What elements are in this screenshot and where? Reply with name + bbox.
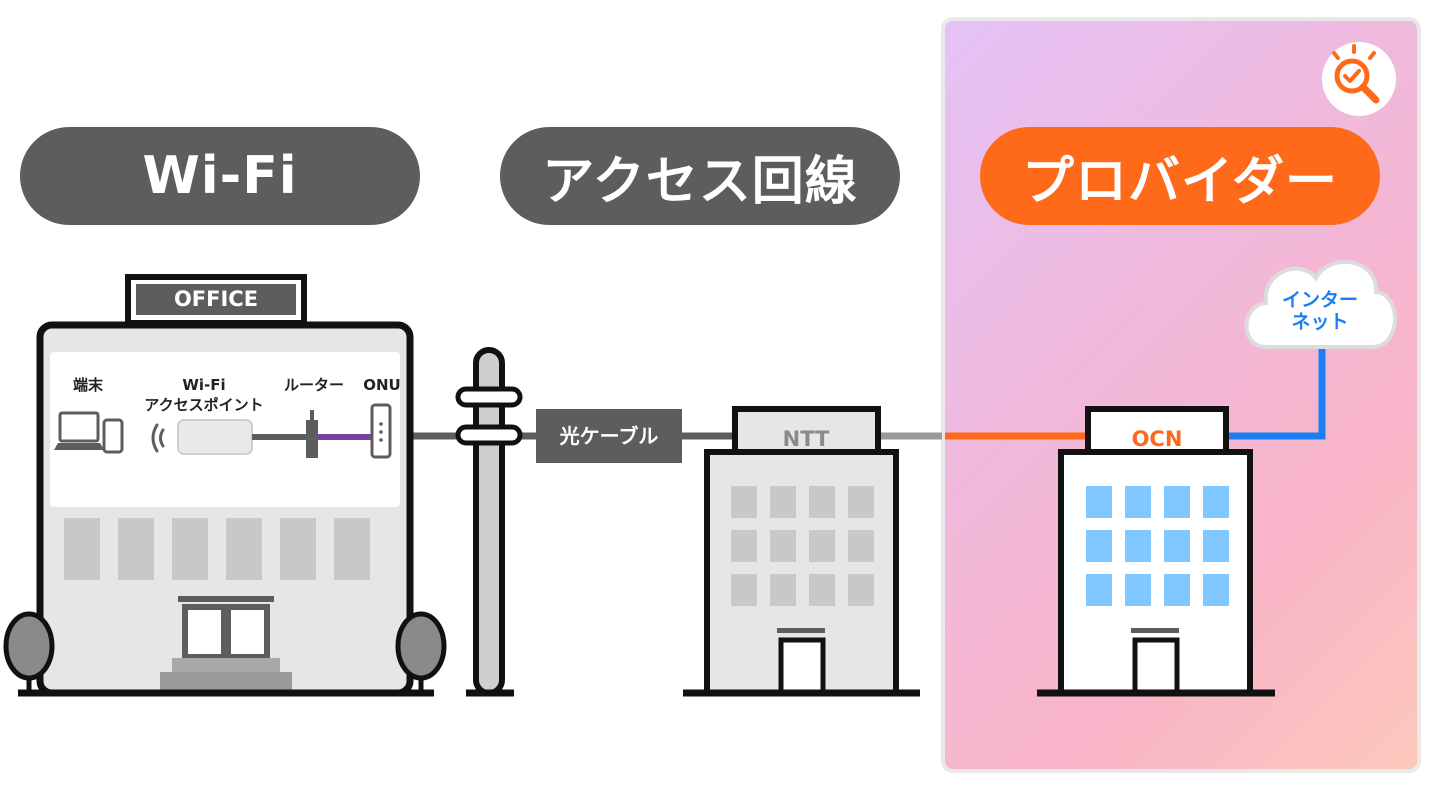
- router-device: [306, 410, 318, 458]
- wifi-signal-icon: [151, 423, 165, 453]
- label-access-point-line1: Wi-Fi: [182, 376, 225, 394]
- label-internet-line1: インター: [1282, 289, 1358, 311]
- building-icon: [683, 406, 920, 697]
- office-sign-text: OFFICE: [174, 287, 258, 311]
- label-ntt: NTT: [783, 427, 830, 451]
- tree-icon: [395, 611, 447, 693]
- category-access-line: アクセス回線: [500, 127, 900, 225]
- label-fiber-cable: 光ケーブル: [559, 424, 659, 448]
- building-icon: [1037, 406, 1275, 697]
- search-check-icon: [1322, 42, 1396, 116]
- laptop-icon: [54, 411, 104, 450]
- label-onu: ONU: [363, 376, 401, 394]
- label-terminal: 端末: [73, 376, 104, 394]
- utility-pole: [455, 347, 523, 697]
- line-ocn-internet: [1226, 340, 1326, 440]
- office-building: [18, 274, 434, 697]
- label-internet-line2: ネット: [1291, 311, 1348, 333]
- category-wifi: Wi-Fi: [20, 127, 420, 225]
- onu-device: [370, 403, 392, 459]
- cloud-icon: [1244, 260, 1397, 349]
- label-access-point-line2: アクセスポイント: [144, 396, 263, 414]
- access-point-device: [177, 419, 253, 455]
- fiber-cable-label-box: [536, 409, 682, 463]
- tree-icon: [3, 611, 55, 693]
- category-provider: プロバイダー: [980, 127, 1380, 225]
- label-ocn: OCN: [1132, 427, 1183, 451]
- phone-icon: [102, 418, 124, 454]
- label-router: ルーター: [284, 376, 344, 394]
